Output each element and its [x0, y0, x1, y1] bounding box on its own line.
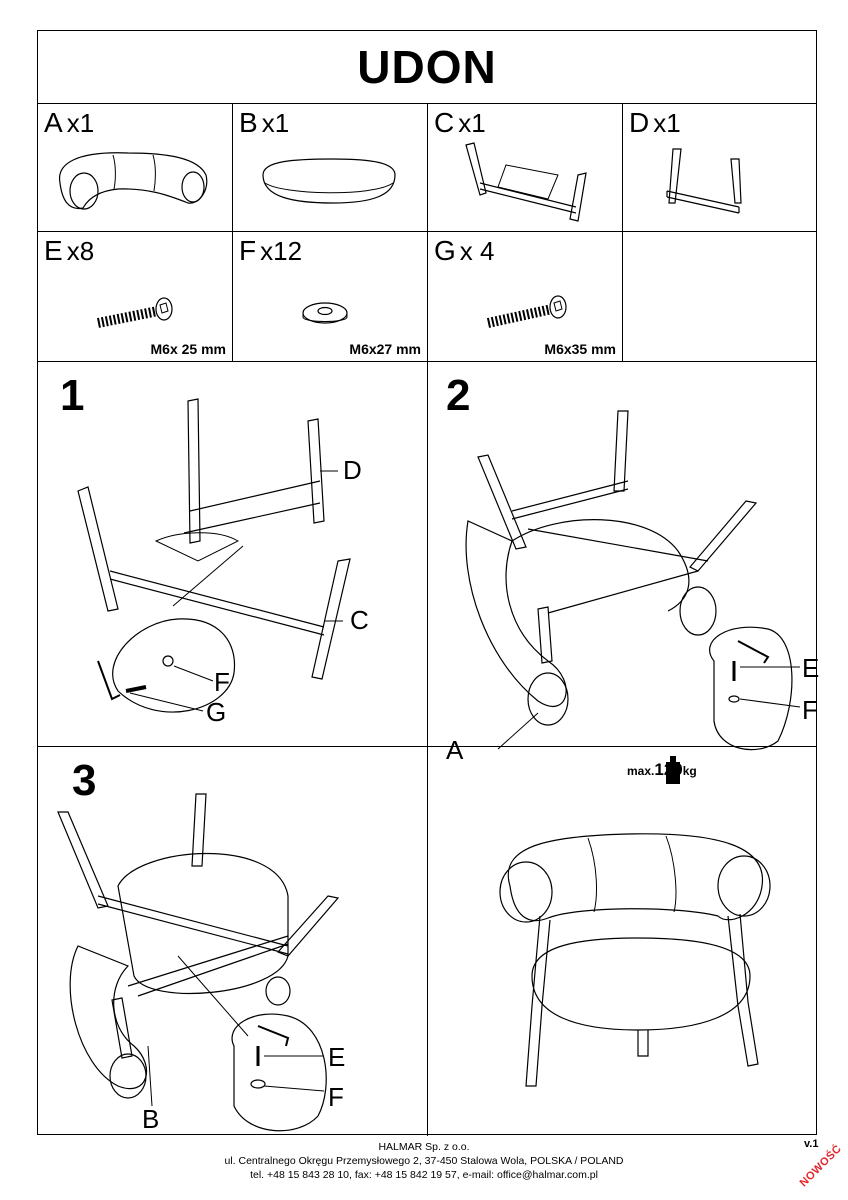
backrest-illustration	[58, 152, 208, 210]
seat-illustration	[262, 158, 396, 204]
screw-size-label: M6x35 mm	[544, 341, 616, 357]
step-3-illustration	[57, 793, 340, 1132]
step-1-panel: 1 D C F G	[38, 361, 428, 746]
callout-d: D	[343, 455, 362, 485]
step-number: 3	[72, 756, 97, 805]
max-load-unit: kg	[682, 764, 697, 778]
part-qty: x12	[260, 236, 303, 266]
footer: HALMAR Sp. z o.o. ul. Centralnego Okręgu…	[0, 1140, 848, 1182]
step-3-panel: 3 E F B	[38, 746, 428, 1136]
front-frame-illustration	[465, 142, 587, 222]
screw-e-icon	[97, 297, 173, 328]
steps-row-2: 3 E F B	[38, 746, 816, 1136]
callout-b: B	[142, 1104, 160, 1134]
hardware-cell-empty	[623, 231, 818, 361]
max-load-prefix: max.	[627, 764, 655, 778]
part-letter: E	[44, 235, 63, 266]
step-number: 2	[446, 371, 471, 420]
max-load-label: max.120kg	[627, 760, 697, 780]
steps-row-1: 1 D C F G 2	[38, 361, 820, 765]
version-label: v.1	[804, 1138, 819, 1150]
part-letter: A	[44, 107, 63, 138]
part-qty: x1	[261, 108, 290, 138]
callout-g: G	[206, 697, 227, 727]
callout-a: A	[446, 735, 464, 765]
part-qty: x1	[458, 108, 486, 138]
part-letter: B	[239, 107, 258, 138]
part-qty: x1	[66, 108, 95, 138]
final-panel	[428, 746, 818, 1136]
callout-e: E	[328, 1042, 346, 1072]
callout-e: E	[802, 653, 820, 683]
step-number: 1	[60, 371, 85, 420]
step-1-illustration	[77, 398, 351, 713]
back-frame-illustration	[666, 148, 742, 214]
company-address: ul. Centralnego Okręgu Przemysłowego 2, …	[224, 1155, 624, 1167]
company-contact: tel. +48 15 843 28 10, fax: +48 15 842 1…	[250, 1169, 598, 1181]
part-qty: x8	[66, 236, 95, 266]
part-letter: D	[629, 107, 650, 138]
max-load-value: 120	[654, 760, 683, 779]
part-letter: F	[239, 235, 257, 266]
callout-f: F	[802, 695, 818, 725]
assembled-chair-illustration	[499, 756, 771, 1087]
step-2-panel: 2 E F A	[428, 361, 820, 765]
product-title: UDON	[357, 41, 497, 93]
screw-g-icon	[486, 295, 567, 328]
weight-icon	[666, 762, 680, 784]
washer-f-icon	[302, 302, 348, 324]
screw-size-label: M6x 25 mm	[150, 341, 226, 357]
callout-f: F	[328, 1082, 344, 1112]
step-2-illustration	[465, 410, 801, 751]
part-letter: C	[434, 107, 455, 138]
part-qty: x1	[653, 108, 681, 138]
part-qty: x 4	[459, 236, 495, 266]
company-name: HALMAR Sp. z o.o.	[378, 1141, 470, 1153]
washer-size-label: M6x27 mm	[349, 341, 421, 357]
callout-f: F	[214, 667, 230, 697]
part-letter: G	[434, 235, 456, 266]
title-row: UDON	[38, 31, 816, 104]
callout-c: C	[350, 605, 369, 635]
